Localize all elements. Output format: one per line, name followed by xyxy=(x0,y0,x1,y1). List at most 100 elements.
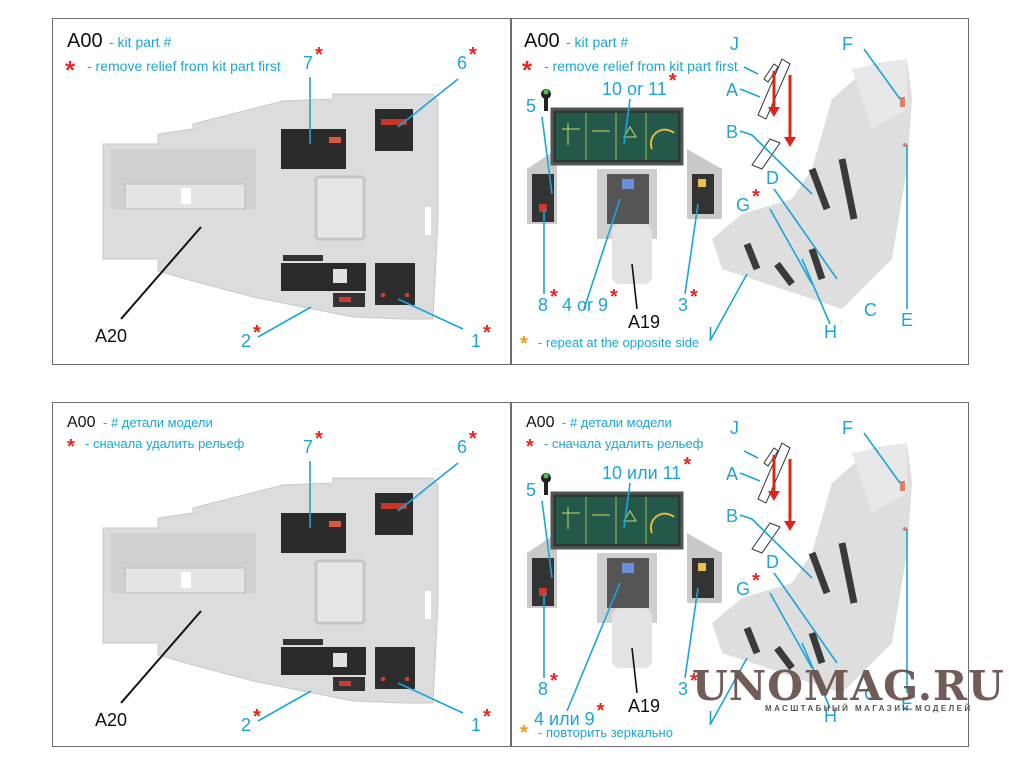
callout-b: B xyxy=(726,506,739,526)
leader-line-f xyxy=(863,48,901,100)
leader-line-3 xyxy=(684,203,699,295)
leader-line-a19 xyxy=(631,263,638,310)
red-star-icon: * xyxy=(522,55,533,85)
instruction-panel-en-cockpit: A00 - kit part # * - remove relief from … xyxy=(52,18,511,365)
red-star-icon: * xyxy=(469,428,477,450)
red-star-icon: * xyxy=(469,44,477,66)
kit-part-a19: A19 xyxy=(628,312,661,332)
red-star-icon: * xyxy=(253,706,261,728)
panel-seat-illustration xyxy=(525,48,969,342)
callout-4-or-9: 4 or 9* xyxy=(562,286,618,315)
legend-kit-part: - # детали модели xyxy=(103,415,213,430)
instruction-panel-ru-cockpit: A00 - # детали модели * - сначала удалит… xyxy=(52,402,511,747)
kit-part-a20: A20 xyxy=(95,326,128,346)
part-code-sample: A00 xyxy=(526,414,555,431)
orange-star-icon: * xyxy=(520,333,528,355)
watermark-tagline: МАСШТАБНЫЙ МАГАЗИН МОДЕЛЕЙ xyxy=(765,704,973,713)
callout-i: I xyxy=(708,708,714,728)
callout-d: D xyxy=(766,168,779,188)
callout-8: 8* xyxy=(538,286,558,315)
red-star-icon: * xyxy=(67,436,75,458)
callout-e: E xyxy=(901,310,914,330)
legend-kit-part: - kit part # xyxy=(109,34,172,50)
leader-line-d-c xyxy=(773,188,838,280)
callout-2: 2* xyxy=(241,322,261,351)
legend-remove-relief: - сначала удалить рельеф xyxy=(85,436,245,451)
callout-e: E xyxy=(901,694,914,714)
cockpit-tub-illustration xyxy=(101,461,464,722)
callout-h: H xyxy=(824,322,837,342)
legend-kit-part: - kit part # xyxy=(566,34,629,50)
callout-j: J xyxy=(730,34,739,54)
red-star-icon: * xyxy=(483,706,491,728)
part-code-sample: A00 xyxy=(67,414,96,431)
callout-1: 1* xyxy=(471,706,491,735)
callout-b: B xyxy=(726,122,739,142)
leader-line-i xyxy=(709,273,748,342)
callout-f: F xyxy=(842,418,853,438)
part-code-sample: A00 xyxy=(524,30,560,52)
callout-3: 3* xyxy=(678,286,698,315)
callout-h: H xyxy=(824,706,837,726)
leader-line-5 xyxy=(541,116,553,195)
callout-2: 2* xyxy=(241,706,261,735)
legend-remove-relief: - сначала удалить рельеф xyxy=(544,436,704,451)
callout-g: G* xyxy=(736,186,760,215)
instruction-panel-ru-seat: A00 - # детали модели * - сначала удалит… xyxy=(511,402,969,747)
panel-seat-illustration xyxy=(525,432,969,726)
red-star-icon: * xyxy=(550,286,558,308)
callout-5: 5 xyxy=(526,480,537,500)
callout-g: G* xyxy=(736,570,760,599)
callout-10-or-11: 10 или 11* xyxy=(602,454,692,483)
red-star-icon: * xyxy=(668,70,677,92)
callout-i: I xyxy=(708,324,714,344)
callout-4-or-9: 4 или 9* xyxy=(534,700,605,729)
red-star-icon: * xyxy=(610,286,618,308)
red-star-icon: * xyxy=(315,428,323,450)
leader-line-4-9 xyxy=(583,198,621,310)
red-star-icon: * xyxy=(483,322,491,344)
callout-c: C xyxy=(864,300,877,320)
leader-line-10-11 xyxy=(623,98,631,145)
leader-line-1 xyxy=(397,298,464,330)
callout-d: D xyxy=(766,552,779,572)
callout-5: 5 xyxy=(526,96,537,116)
leader-line-g xyxy=(769,208,813,285)
callout-6: 6* xyxy=(457,428,477,457)
legend-repeat-opposite: - repeat at the opposite side xyxy=(538,335,700,350)
legend-remove-relief: - remove relief from kit part first xyxy=(87,58,281,74)
callout-8: 8* xyxy=(538,670,558,699)
kit-part-a20: A20 xyxy=(95,710,128,730)
callout-3: 3* xyxy=(678,670,698,699)
red-star-icon: * xyxy=(315,44,323,66)
leader-line-6 xyxy=(397,78,459,128)
callout-6: 6* xyxy=(457,44,477,73)
red-star-icon: * xyxy=(550,670,558,692)
legend-remove-relief: - remove relief from kit part first xyxy=(544,58,738,74)
leader-line-2 xyxy=(257,306,312,338)
red-star-icon: * xyxy=(690,670,698,692)
callout-f: F xyxy=(842,34,853,54)
cockpit-tub-illustration xyxy=(101,77,464,338)
red-star-icon: * xyxy=(65,55,76,85)
legend-kit-part: - # детали модели xyxy=(562,415,672,430)
watermark-logo: UNOMAG.RU xyxy=(692,662,1005,710)
leader-line-b xyxy=(739,130,813,195)
legend-repeat-mirror: - повторить зеркально xyxy=(538,725,673,740)
part-code-sample: A00 xyxy=(67,30,103,52)
callout-a: A xyxy=(726,80,739,100)
red-star-icon: * xyxy=(752,186,760,208)
leader-line-j xyxy=(743,66,759,75)
callout-j: J xyxy=(730,418,739,438)
leader-line-a xyxy=(739,88,761,98)
red-star-icon: * xyxy=(683,454,692,476)
red-star-icon: * xyxy=(526,436,534,458)
red-star-icon: * xyxy=(752,570,760,592)
callout-c: C xyxy=(864,684,877,704)
callout-7: 7* xyxy=(303,44,323,73)
callout-10-or-11: 10 or 11* xyxy=(602,70,677,99)
red-star-icon: * xyxy=(596,700,605,722)
instruction-panel-en-seat: A00 - kit part # * - remove relief from … xyxy=(511,18,969,365)
red-star-icon: * xyxy=(690,286,698,308)
orange-star-icon: * xyxy=(520,722,528,744)
